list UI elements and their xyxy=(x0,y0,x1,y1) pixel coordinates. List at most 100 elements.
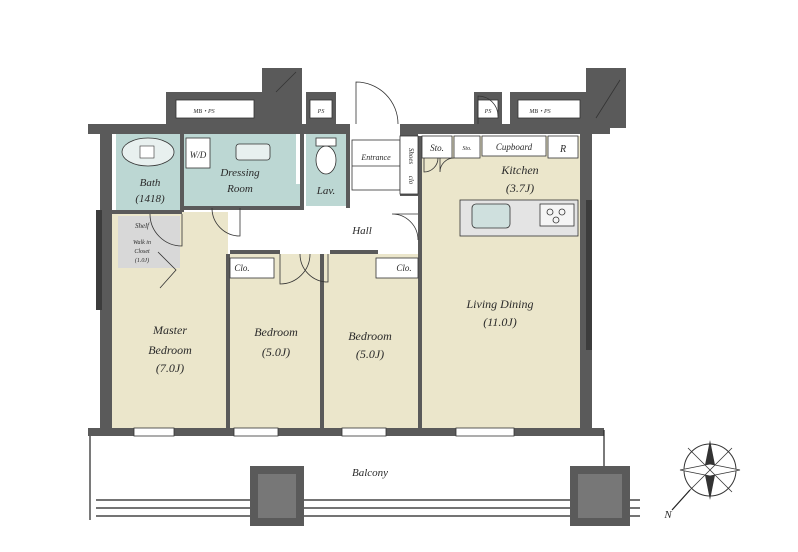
room-labels: Master Bedroom (7.0J) Bedroom (5.0J) Bed… xyxy=(135,153,538,479)
living-size: (11.0J) xyxy=(483,315,516,329)
wall-left-window xyxy=(96,210,102,310)
shaft-hatch-2 xyxy=(595,79,621,119)
wall-master-bed1 xyxy=(226,254,230,430)
hall-label: Hall xyxy=(351,225,372,237)
shaft-hatch-1 xyxy=(275,71,297,93)
storage-2 xyxy=(453,135,481,159)
window-living xyxy=(455,427,515,437)
lav-label: Lav. xyxy=(316,185,335,197)
living-door-arc xyxy=(391,213,419,241)
small-labels: W/D Shelf Walk in Closet (1.0J) Clo. Clo… xyxy=(133,109,672,521)
shoes-label-1: Shoes xyxy=(407,148,415,165)
shafts xyxy=(166,68,626,128)
bed2-door-arc xyxy=(299,253,329,283)
floor-dressing-tiles xyxy=(180,184,300,206)
bathtub-drain xyxy=(139,145,155,159)
master-label-1: Master xyxy=(152,323,187,337)
wd-label: W/D xyxy=(190,150,207,160)
shaft-right-column xyxy=(586,68,626,128)
window-bed2 xyxy=(341,427,387,437)
sto1-label: Sto. xyxy=(430,143,444,153)
balcony xyxy=(89,430,640,526)
master-label-2: Bedroom xyxy=(148,343,192,357)
bedroom1-size: (5.0J) xyxy=(262,345,290,359)
mb-ps-left-label: MB・PS xyxy=(192,109,214,115)
shaft-mb-ps-right-inner xyxy=(517,99,581,119)
wall-lav-left xyxy=(300,134,304,208)
wall-bed2-top xyxy=(330,250,378,254)
shelf-label: Shelf xyxy=(135,222,150,230)
cupboard-label: Cupboard xyxy=(496,142,533,152)
entrance-label: Entrance xyxy=(360,153,391,162)
balcony-pillar-right-inner xyxy=(578,474,622,518)
compass-north-label: N xyxy=(663,509,672,521)
vanity-sink-icon xyxy=(235,143,271,161)
closet-bed2 xyxy=(375,257,419,279)
wall-bath-bottom xyxy=(112,210,182,214)
wall-left xyxy=(100,124,112,430)
closet-bed1-label: Clo. xyxy=(234,263,249,273)
floor-walk-in-closet xyxy=(118,216,180,268)
windows xyxy=(133,427,515,437)
dressing-label-1: Dressing xyxy=(219,167,260,179)
mb-ps-right-label: MB・PS xyxy=(528,109,550,115)
shoes-label-2: clo xyxy=(407,176,415,185)
bedroom2-size: (5.0J) xyxy=(356,347,384,361)
washer-icon xyxy=(185,137,211,169)
wall-bath-right xyxy=(180,134,184,212)
wall-dressing-bottom xyxy=(184,206,304,210)
sink-icon xyxy=(471,203,511,229)
wall-top-left xyxy=(88,124,350,134)
closet-bed2-label: Clo. xyxy=(396,263,411,273)
floor-living-dining xyxy=(422,136,580,430)
shoes-closet xyxy=(399,135,419,195)
sto-door-arc-1 xyxy=(423,157,439,173)
bedroom2-label: Bedroom xyxy=(348,329,392,343)
ps-left-label: PS xyxy=(317,109,325,115)
dressing-label-2: Room xyxy=(226,183,253,195)
bed1-door-arc xyxy=(279,253,311,285)
entrance-door-arc xyxy=(355,81,399,125)
ps-door-arc xyxy=(477,95,499,124)
master-size: (7.0J) xyxy=(156,361,184,375)
window-master xyxy=(133,427,175,437)
shaft-mb-ps-left-inner xyxy=(175,99,255,119)
wall-bed1-bed2 xyxy=(320,254,324,430)
living-label: Living Dining xyxy=(465,297,533,311)
wall-bed1-top xyxy=(230,250,280,254)
wall-top-right xyxy=(400,124,610,134)
kitchen-label: Kitchen xyxy=(500,163,538,177)
entrance-area xyxy=(351,139,401,191)
compass-icon xyxy=(671,440,741,511)
floor-areas xyxy=(112,134,580,430)
wall-bed2-living xyxy=(418,136,422,430)
master-door-arc xyxy=(149,213,183,247)
walk-in-label-3: (1.0J) xyxy=(135,257,149,264)
storage-1 xyxy=(421,135,453,159)
hall-door-arc xyxy=(211,207,241,237)
wall-right-window xyxy=(586,200,592,350)
floor-bedroom-1 xyxy=(230,254,320,430)
toilet-tank xyxy=(315,137,337,147)
closet-bed1 xyxy=(229,257,275,279)
cupboard xyxy=(481,135,547,157)
shaft-ps-left-inner xyxy=(309,99,333,119)
shaft-left-column xyxy=(262,68,302,124)
walk-in-label-1: Walk in xyxy=(133,240,151,246)
interior-doors xyxy=(149,157,455,289)
walk-in-label-2: Closet xyxy=(134,249,150,255)
wall-lav-right xyxy=(346,134,350,208)
kitchen-size: (3.7J) xyxy=(506,181,534,195)
toilet-icon xyxy=(315,145,337,175)
sto2-label: Sto. xyxy=(462,146,471,152)
bedroom1-label: Bedroom xyxy=(254,325,298,339)
ps-right-label: PS xyxy=(484,109,492,115)
refrigerator-label: R xyxy=(559,144,566,155)
bath-size: (1418) xyxy=(135,193,165,205)
floor-bedroom-2 xyxy=(324,254,420,430)
walk-in-door xyxy=(157,251,177,289)
balcony-label: Balcony xyxy=(352,467,388,479)
balcony-pillar-left-inner xyxy=(258,474,296,518)
refrigerator xyxy=(547,135,579,159)
